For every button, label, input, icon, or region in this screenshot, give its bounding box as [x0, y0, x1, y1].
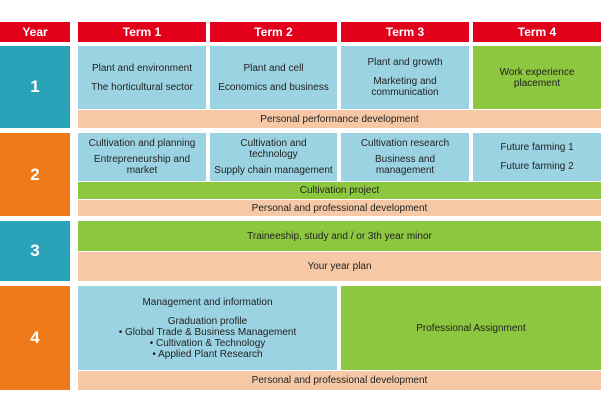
y1-term1-courses: Plant and environment The horticultural …	[78, 46, 206, 109]
y2-project-band: Cultivation project	[78, 182, 601, 199]
course-name: Cultivation research	[360, 138, 450, 149]
y3-year-plan-band: Your year plan	[78, 252, 601, 281]
y2-term4-courses: Future farming 1 Future farming 2	[473, 133, 601, 181]
course-name: Cultivation and planning	[88, 138, 196, 149]
profile-item: • Cultivation & Technology	[149, 337, 266, 349]
header-term-3: Term 3	[341, 22, 469, 42]
course-name: Business and management	[374, 154, 436, 176]
y1-term2-courses: Plant and cell Economics and business	[210, 46, 337, 109]
y2-term1-courses: Cultivation and planning Entrepreneurshi…	[78, 133, 206, 181]
year-label-1: 1	[0, 46, 70, 128]
course-name: Economics and business	[218, 81, 329, 93]
y4-development-band: Personal and professional development	[78, 371, 601, 390]
course-name: Cultivation and technology	[240, 138, 307, 160]
y3-traineeship-band: Traineeship, study and / or 3th year min…	[78, 221, 601, 251]
y1-term4-placement: Work experience placement	[473, 46, 601, 109]
course-name: Entrepreneurship and market	[93, 154, 191, 176]
y2-term2-courses: Cultivation and technology Supply chain …	[210, 133, 337, 181]
course-name: Plant and cell	[243, 62, 304, 74]
course-name: Plant and environment	[91, 62, 193, 74]
header-term-4: Term 4	[473, 22, 601, 42]
graduation-profile-title: Graduation profile	[167, 315, 248, 327]
year-label-3: 3	[0, 221, 70, 281]
course-name: Marketing and communication	[371, 76, 439, 98]
course-name: Future farming 2	[500, 161, 574, 172]
course-name: The horticultural sector	[91, 81, 193, 93]
header-term-2: Term 2	[210, 22, 337, 42]
y4-assignment-block: Professional Assignment	[341, 286, 601, 370]
y4-management-block: Management and information Graduation pr…	[78, 286, 337, 370]
course-name: Plant and growth	[367, 57, 443, 68]
profile-item: • Applied Plant Research	[152, 348, 263, 360]
course-name: Future farming 1	[500, 142, 574, 153]
y2-development-band: Personal and professional development	[78, 200, 601, 216]
course-name: Supply chain management	[214, 165, 333, 176]
y2-term3-courses: Cultivation research Business and manage…	[341, 133, 469, 181]
year-label-4: 4	[0, 286, 70, 390]
y1-development-band: Personal performance development	[78, 110, 601, 128]
profile-item: • Global Trade & Business Management	[118, 326, 297, 338]
course-name: Management and information	[142, 296, 273, 308]
year-label-2: 2	[0, 133, 70, 216]
header-year: Year	[0, 22, 70, 42]
header-term-1: Term 1	[78, 22, 206, 42]
y1-term3-courses: Plant and growth Marketing and communica…	[341, 46, 469, 109]
